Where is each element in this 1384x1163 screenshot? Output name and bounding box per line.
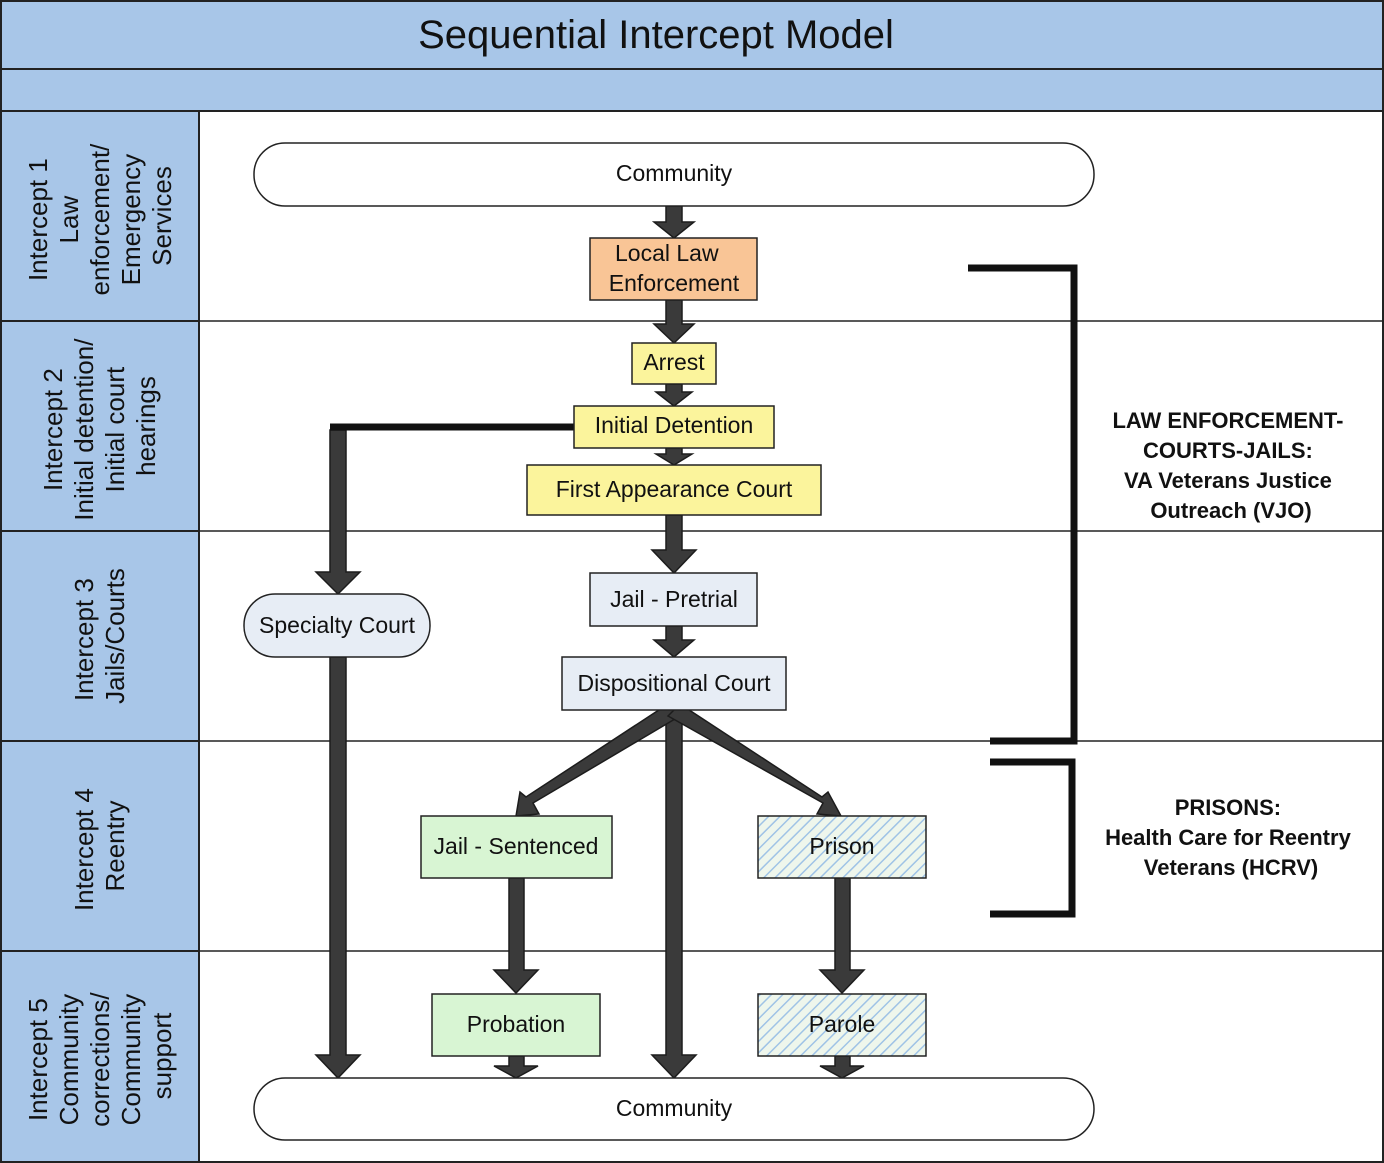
arrest-label: Arrest <box>643 349 705 375</box>
hcrv-bracket <box>990 758 1076 918</box>
lane-header-1 <box>0 110 200 322</box>
arrow-probation-to-community <box>493 1055 539 1079</box>
lane-5-label: Intercept 5 Community corrections/ Commu… <box>23 985 177 1127</box>
local-law-enforcement-node: Local Law Enforcement <box>589 237 758 301</box>
lane-1-label: Intercept 1 Law enforcement/ Emergency S… <box>23 137 177 296</box>
prison-label: Prison <box>809 833 874 859</box>
arrow-community-to-law <box>651 205 697 239</box>
arrow-dispositional-to-community <box>650 709 698 1080</box>
arrow-pretrial-to-dispositional <box>651 625 697 658</box>
lane-header-2 <box>0 320 200 532</box>
lanes: Intercept 1 Law enforcement/ Emergency S… <box>0 110 1384 1163</box>
parole-node: Parole <box>757 993 927 1057</box>
first-appearance-court-label: First Appearance Court <box>556 476 793 502</box>
arrow-prison-to-parole <box>818 877 866 995</box>
arrow-arrest-to-detention <box>653 383 695 407</box>
dispositional-court-label: Dispositional Court <box>577 670 771 696</box>
vjo-bracket <box>968 264 1078 745</box>
arrow-dispositional-to-prison <box>666 703 843 817</box>
dispositional-court-node: Dispositional Court <box>561 656 787 711</box>
local-law-enforcement-label: Local Law Enforcement <box>609 240 740 296</box>
arrow-dispositional-to-jail-sentenced <box>515 703 682 817</box>
arrow-detention-to-specialty <box>314 429 362 596</box>
jail-pretrial-node: Jail - Pretrial <box>589 572 758 627</box>
vjo-program-label: LAW ENFORCEMENT- COURTS-JAILS: VA Vetera… <box>1112 408 1349 523</box>
lane-header-3 <box>0 530 200 742</box>
arrow-specialty-to-community <box>314 656 362 1080</box>
arrow-law-to-arrest <box>652 299 696 345</box>
hcrv-program-label: PRISONS: Health Care for Reentry Veteran… <box>1105 795 1357 880</box>
arrow-first-appearance-to-pretrial <box>650 514 698 575</box>
flow-arrows <box>314 205 866 1080</box>
subtitle-bar <box>0 68 1384 112</box>
initial-detention-node: Initial Detention <box>573 405 775 449</box>
jail-sentenced-node: Jail - Sentenced <box>420 815 613 879</box>
first-appearance-court-node: First Appearance Court <box>526 464 822 516</box>
lane-3-label: Intercept 3 Jails/Courts <box>69 568 130 704</box>
probation-node: Probation <box>431 993 601 1057</box>
prison-node: Prison <box>757 815 927 879</box>
initial-detention-label: Initial Detention <box>595 412 754 438</box>
lane-2-label: Intercept 2 Initial detention/ Initial c… <box>38 331 161 520</box>
arrow-detention-to-first-appearance <box>653 447 695 466</box>
community-top-node: Community <box>253 142 1095 207</box>
community-bottom-node: Community <box>253 1077 1095 1141</box>
arrest-node: Arrest <box>631 342 717 385</box>
probation-label: Probation <box>467 1011 565 1037</box>
specialty-court-label: Specialty Court <box>259 612 416 638</box>
jail-sentenced-label: Jail - Sentenced <box>434 833 599 859</box>
specialty-court-node: Specialty Court <box>243 593 431 658</box>
parole-label: Parole <box>809 1011 875 1037</box>
community-top-label: Community <box>616 160 733 186</box>
diagram-title: Sequential Intercept Model <box>418 13 894 57</box>
lane-header-4 <box>0 740 200 952</box>
lane-4-label: Intercept 4 Reentry <box>69 781 130 911</box>
arrow-jail-sentenced-to-probation <box>492 877 540 995</box>
title-bar <box>0 0 1384 70</box>
lane-header-5 <box>0 950 200 1163</box>
jail-pretrial-label: Jail - Pretrial <box>610 586 738 612</box>
community-bottom-label: Community <box>616 1095 733 1121</box>
arrow-parole-to-community <box>819 1055 865 1079</box>
